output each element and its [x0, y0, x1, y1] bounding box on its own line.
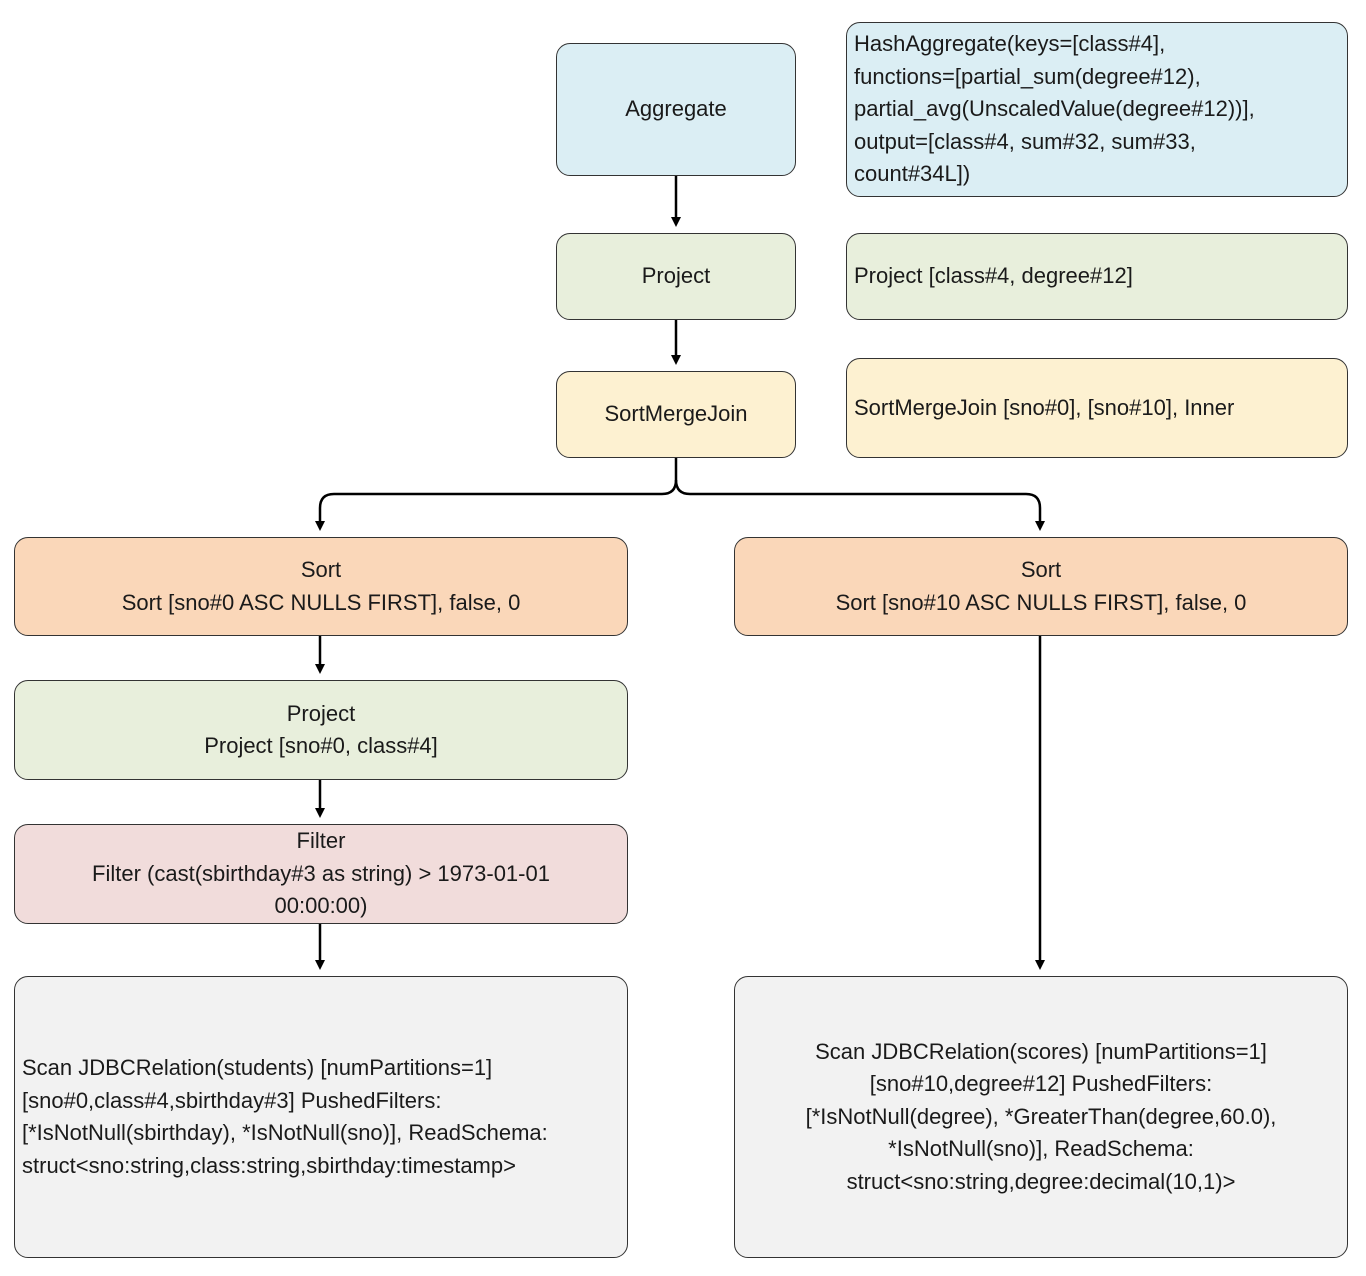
aggregate-detail-line: output=[class#4, sum#32, sum#33,: [854, 128, 1196, 154]
filter-left-title: Filter: [296, 828, 346, 854]
sortmergejoin-detail-text: SortMergeJoin [sno#0], [sno#10], Inner: [854, 394, 1235, 420]
aggregate-detail-line: HashAggregate(keys=[class#4],: [854, 31, 1166, 57]
scan-right-line: [*IsNotNull(degree), *GreaterThan(degree…: [805, 1103, 1277, 1129]
scan-right-node: Scan JDBCRelation(scores) [numPartitions…: [734, 976, 1348, 1258]
project-left-title: Project: [286, 700, 356, 726]
project-detail-text: Project [class#4, degree#12]: [854, 263, 1133, 289]
scan-left-line: struct<sno:string,class:string,sbirthday…: [22, 1152, 516, 1178]
project-left-node: Project Project [sno#0, class#4]: [14, 680, 628, 780]
scan-left-line: [sno#0,class#4,sbirthday#3] PushedFilter…: [22, 1087, 442, 1113]
scan-right-line: struct<sno:string,degree:decimal(10,1)>: [846, 1168, 1236, 1194]
scan-left-line: Scan JDBCRelation(students) [numPartitio…: [22, 1055, 493, 1080]
aggregate-detail-box: HashAggregate(keys=[class#4], functions=…: [846, 22, 1348, 197]
project-detail-box: Project [class#4, degree#12]: [846, 233, 1348, 320]
scan-left-node: Scan JDBCRelation(students) [numPartitio…: [14, 976, 628, 1258]
aggregate-detail-line: partial_avg(UnscaledValue(degree#12))],: [854, 96, 1255, 122]
sortmergejoin-label: SortMergeJoin: [604, 401, 748, 427]
sort-right-node: Sort Sort [sno#10 ASC NULLS FIRST], fals…: [734, 537, 1348, 636]
project-node: Project: [556, 233, 796, 320]
sort-left-node: Sort Sort [sno#0 ASC NULLS FIRST], false…: [14, 537, 628, 636]
aggregate-detail-line: functions=[partial_sum(degree#12),: [854, 63, 1201, 89]
sort-left-detail: Sort [sno#0 ASC NULLS FIRST], false, 0: [121, 589, 521, 615]
aggregate-detail-line: count#34L]): [854, 161, 971, 187]
edge-join-sort-right: [674, 479, 1045, 531]
filter-left-node: Filter Filter (cast(sbirthday#3 as strin…: [14, 824, 628, 924]
project-left-detail: Project [sno#0, class#4]: [204, 733, 438, 758]
project-label: Project: [641, 263, 711, 289]
sort-left-title: Sort: [300, 557, 342, 582]
scan-right-line: [sno#10,degree#12] PushedFilters:: [869, 1071, 1213, 1097]
aggregate-label: Aggregate: [625, 96, 727, 122]
filter-left-detail-line: 00:00:00): [274, 893, 368, 919]
edge-join-sort-left: [315, 458, 678, 531]
scan-left-line: [*IsNotNull(sbirthday), *IsNotNull(sno)]…: [22, 1120, 548, 1145]
filter-left-detail-line: Filter (cast(sbirthday#3 as string) > 19…: [92, 860, 550, 886]
scan-right-line: Scan JDBCRelation(scores) [numPartitions…: [815, 1038, 1267, 1064]
sort-right-detail: Sort [sno#10 ASC NULLS FIRST], false, 0: [835, 589, 1247, 615]
scan-right-line: *IsNotNull(sno)], ReadSchema:: [888, 1136, 1194, 1162]
sort-right-title: Sort: [1020, 557, 1062, 582]
sortmergejoin-detail-box: SortMergeJoin [sno#0], [sno#10], Inner: [846, 358, 1348, 458]
aggregate-node: Aggregate: [556, 43, 796, 176]
sortmergejoin-node: SortMergeJoin: [556, 371, 796, 458]
